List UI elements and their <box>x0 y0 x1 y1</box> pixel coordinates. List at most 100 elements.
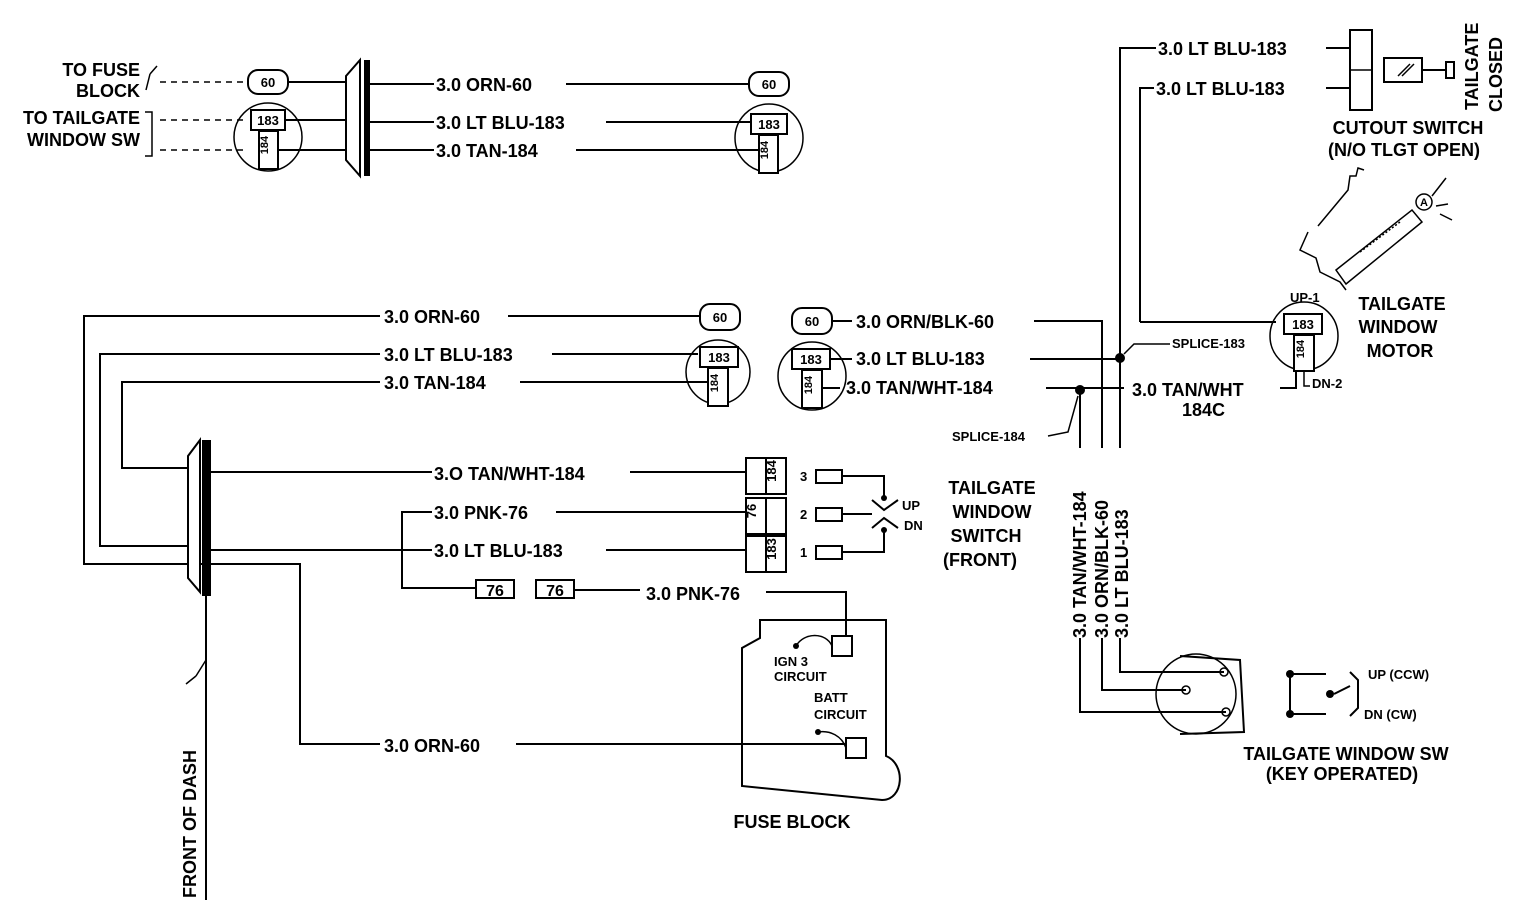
wire-tanwht-184c-to-motor <box>1280 372 1297 389</box>
motor-label-3: MOTOR <box>1367 341 1434 361</box>
front-switch-left-plug-184 <box>745 457 767 495</box>
ign3-label-line2: CIRCUIT <box>774 669 827 684</box>
connector-183-left-label: 183 <box>257 113 279 128</box>
key-switch-housing <box>1179 655 1246 735</box>
motor-183-label: 183 <box>1292 317 1314 332</box>
key-schematic-left-bus <box>1289 673 1326 715</box>
connector-184-mid-right-label: 184 <box>803 375 815 394</box>
fuse-batt-link <box>817 730 847 749</box>
wire-label-184-top: 3.0 TAN-184 <box>436 141 538 161</box>
connector-76-a-label: 76 <box>486 583 504 600</box>
switch-terminal-2 <box>815 507 843 522</box>
switch-terminal-1 <box>815 545 843 560</box>
splice-183-label: SPLICE-183 <box>1172 336 1245 351</box>
switch-terminal-3 <box>815 469 843 484</box>
connector-60-mid-right-label: 60 <box>805 314 819 329</box>
wire-183-cutout-run-2 <box>1139 87 1154 322</box>
wire-label-183-cutout-1: 3.0 LT BLU-183 <box>1158 39 1287 59</box>
front-switch-183-label: 183 <box>764 538 779 560</box>
to-fuse-block-label-line1: TO FUSE <box>62 60 140 80</box>
to-fuse-block-label-line2: BLOCK <box>76 81 140 101</box>
to-tailgate-sw-label-line2: WINDOW SW <box>27 130 140 150</box>
motor-pivot-circle <box>1415 193 1433 211</box>
front-switch-right-plug-184 <box>765 457 787 495</box>
vertical-label-mask <box>1070 448 1132 638</box>
mid-connectors-group: 60 183 184 60 183 184 3.0 ORN/BLK-60 3.0… <box>685 303 1124 470</box>
motor-rack-teeth <box>1359 221 1401 253</box>
motor-label-1: TAILGATE <box>1358 294 1445 314</box>
wire-label-ornblk-vertical: 3.0 ORN/BLK-60 <box>1092 500 1112 638</box>
motor-rack-outline <box>1334 208 1424 286</box>
connector-60-left-label: 60 <box>261 75 275 90</box>
wire-label-tanwht-184c-2: 184C <box>1182 400 1225 420</box>
wire-label-orn60-top: 3.0 ORN-60 <box>436 75 532 95</box>
tailgate-closed-label-1: TAILGATE <box>1462 23 1482 110</box>
wire-label-183-right: 3.0 LT BLU-183 <box>856 349 985 369</box>
cutout-switch-label-2: (N/O TLGT OPEN) <box>1328 140 1480 160</box>
cutout-switch-label-1: CUTOUT SWITCH <box>1333 118 1484 138</box>
key-switch-label-1: TAILGATE WINDOW SW <box>1243 744 1448 764</box>
connector-ring-mid-right <box>777 341 847 411</box>
wire-183-cutout-run <box>1119 47 1156 360</box>
batt-label-line1: BATT <box>814 690 848 705</box>
bulkhead-plate-top <box>364 60 370 176</box>
front-of-dash-arrow <box>185 659 207 685</box>
front-switch-plug-76-right <box>765 497 787 535</box>
wire-183-left-loop <box>99 353 380 547</box>
motor-dn2-lead <box>1303 371 1310 387</box>
connector-60-right <box>748 71 790 97</box>
wire-label-tanwht-vertical: 3.0 TAN/WHT-184 <box>1070 491 1090 638</box>
right-side-group: 3.0 LT BLU-183 3.0 LT BLU-183 CUTOUT SWI… <box>952 23 1506 784</box>
wire-label-tanwht-front: 3.O TAN/WHT-184 <box>434 464 585 484</box>
dash-bulkhead-plate <box>202 440 211 596</box>
fuse-block-group: IGN 3 CIRCUIT BATT CIRCUIT FUSE BLOCK <box>734 619 901 832</box>
wire-label-orn60-bottom: 3.0 ORN-60 <box>384 736 480 756</box>
fuse-batt-dot <box>815 729 821 735</box>
wire-label-183-cutout-2: 3.0 LT BLU-183 <box>1156 79 1285 99</box>
wire-label-183-vertical: 3.0 LT BLU-183 <box>1112 509 1132 638</box>
front-switch-plug-183-left <box>745 535 767 573</box>
motor-pivot-lines <box>1431 177 1453 221</box>
connector-183-mid-right-label: 183 <box>800 352 822 367</box>
to-tailgate-sw-label-line1: TO TAILGATE <box>23 108 140 128</box>
motor-label-2: WINDOW <box>1359 317 1438 337</box>
wire-label-pnk76-bottom: 3.0 PNK-76 <box>646 584 740 604</box>
fuse-batt-terminal <box>845 737 867 759</box>
cutout-switch-plunger-mark <box>1397 63 1415 77</box>
connector-183-right-label: 183 <box>758 117 780 132</box>
switch-pin-2: 2 <box>800 507 807 522</box>
key-switch-circle <box>1155 653 1237 735</box>
key-schematic-dot-common <box>1326 690 1334 698</box>
connector-183-mid-left-label: 183 <box>708 350 730 365</box>
splice-184-leader <box>1047 395 1079 437</box>
front-switch-184-label: 184 <box>764 459 779 481</box>
connector-184-mid-left <box>707 367 729 407</box>
key-schematic-dot-up <box>1286 670 1294 678</box>
bulkhead-connector-top <box>345 57 361 179</box>
motor-linkage-upper <box>1317 167 1365 227</box>
splice-184-label: SPLICE-184 <box>952 429 1026 444</box>
front-of-dash-label: FRONT OF DASH <box>180 750 200 898</box>
left-harness-group: 3.0 ORN-60 3.0 LT BLU-183 3.0 TAN-184 FR… <box>83 307 847 900</box>
to-tailgate-bracket <box>145 111 153 157</box>
wire-label-183-front: 3.0 LT BLU-183 <box>434 541 563 561</box>
switch-up-label: UP <box>902 498 920 513</box>
switch-internal-wires <box>842 475 885 553</box>
connector-60-mid-left-label: 60 <box>713 310 727 325</box>
switch-pin-1: 1 <box>800 545 807 560</box>
splice-183-dot <box>1115 353 1125 363</box>
wire-label-orn60-mid: 3.0 ORN-60 <box>384 307 480 327</box>
key-schematic-dot-dn <box>1286 710 1294 718</box>
front-switch-title-3: SWITCH <box>951 526 1022 546</box>
fuse-ign3-link <box>795 634 833 647</box>
splice-183-leader <box>1123 343 1170 355</box>
splice-184-dot <box>1075 385 1085 395</box>
front-switch-76-label: 76 <box>744 504 759 518</box>
key-schematic-contacts <box>1333 671 1359 717</box>
wire-ornblk-run <box>1034 320 1103 470</box>
ign3-label-line1: IGN 3 <box>774 654 808 669</box>
front-switch-title-1: TAILGATE <box>948 478 1035 498</box>
switch-dn-label: DN <box>904 518 923 533</box>
wire-label-pnk76-top: 3.0 PNK-76 <box>434 503 528 523</box>
